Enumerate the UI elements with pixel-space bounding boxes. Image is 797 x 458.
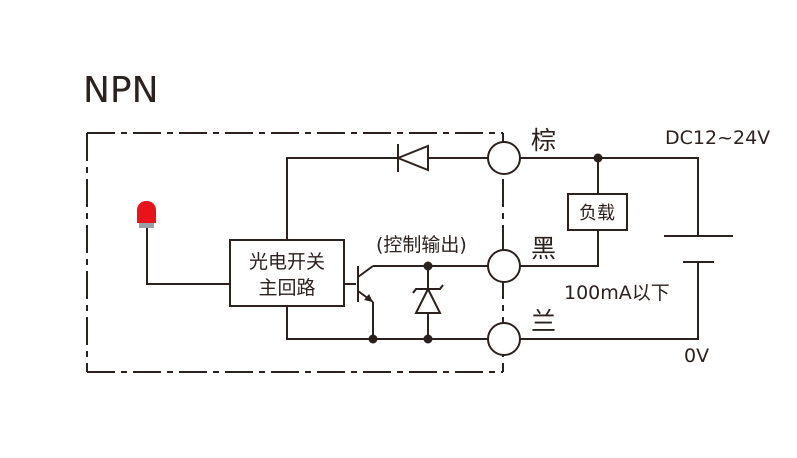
- diagram-title: NPN: [83, 70, 159, 111]
- npn-transistor-icon: [357, 265, 374, 303]
- bottom-wire: [286, 306, 488, 340]
- junction-dot: [368, 334, 378, 344]
- control-output-label: (控制输出): [376, 234, 467, 256]
- supply-voltage-label: DC12~24V: [665, 127, 770, 149]
- terminal-blue-label: 兰: [531, 307, 556, 336]
- junction-dot: [593, 153, 603, 163]
- main-circuit-label-line2: 主回路: [258, 277, 315, 299]
- led-wire: [146, 228, 230, 285]
- current-limit-label: 100mA以下: [564, 282, 670, 304]
- load-box: [567, 193, 628, 231]
- terminal-brown: [487, 141, 521, 175]
- indicator-led-icon: [137, 201, 156, 228]
- load-label: 负载: [579, 203, 615, 224]
- positive-supply-wire: [520, 157, 699, 236]
- diode-top-icon: [395, 144, 429, 172]
- terminal-blue: [487, 322, 521, 356]
- junction-dot: [423, 261, 433, 271]
- terminal-brown-label: 棕: [531, 126, 556, 155]
- zero-volt-label: 0V: [684, 345, 709, 367]
- top-wire: [286, 157, 488, 240]
- terminal-black-label: 黑: [531, 234, 556, 263]
- zener-diode-icon: [412, 284, 444, 314]
- battery-icon: [664, 235, 733, 263]
- load-bottom-wire: [520, 230, 599, 267]
- terminal-black: [487, 249, 521, 283]
- main-circuit-label-line1: 光电开关: [249, 251, 325, 273]
- junction-dot: [423, 334, 433, 344]
- negative-supply-wire: [520, 262, 699, 340]
